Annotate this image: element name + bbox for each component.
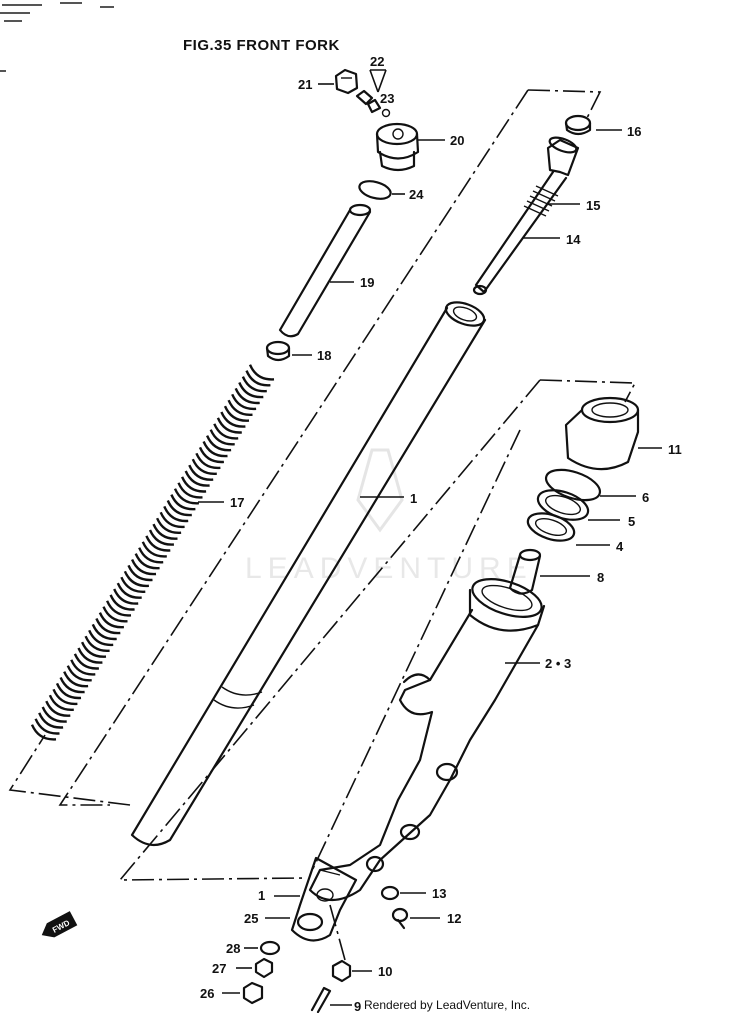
part-10-nut: 10 [331, 959, 392, 983]
label-15: 15 [586, 198, 600, 213]
part-19-spacer-tube: 19 [278, 203, 374, 338]
part-20-fork-cap: 20 [375, 122, 464, 172]
label-17: 17 [230, 495, 244, 510]
credit-background [362, 998, 542, 1013]
label-28: 28 [226, 941, 240, 956]
label-2-3: 2 • 3 [545, 656, 571, 671]
render-credit: Rendered by LeadVenture, Inc. [364, 998, 530, 1012]
label-13: 13 [432, 886, 446, 901]
fwd-direction-badge: FWD [41, 911, 78, 938]
label-26: 26 [200, 986, 214, 1001]
label-18: 18 [317, 348, 331, 363]
part-17-fork-spring: 17 [30, 364, 275, 741]
label-21: 21 [298, 77, 312, 92]
figure-title: FIG.35 FRONT FORK [183, 37, 340, 54]
part-14-15-damper-rod: 15 14 [472, 136, 600, 296]
label-9: 9 [354, 999, 361, 1013]
part-16-cap: 16 [564, 114, 641, 139]
label-4: 4 [616, 539, 624, 554]
part-21-cap-bolt: 21 [298, 68, 359, 95]
part-27-nut: 27 [212, 957, 274, 979]
part-9-stud: 9 [310, 986, 361, 1013]
watermark: LEADVENTURE [245, 448, 527, 585]
label-16: 16 [627, 124, 641, 139]
label-19: 19 [360, 275, 374, 290]
label-25: 25 [244, 911, 258, 926]
label-11: 11 [668, 442, 682, 457]
scan-noise [0, 2, 114, 72]
part-12-bolt: 12 [391, 907, 461, 930]
label-8: 8 [597, 570, 604, 585]
part-13-washer: 13 [380, 885, 446, 901]
label-1: 1 [410, 491, 417, 506]
part-28-washer: 28 [226, 940, 281, 956]
part-22-23-air-valve: 22 23 [355, 54, 394, 118]
label-12: 12 [447, 911, 461, 926]
part-11-dust-seal: 11 [564, 396, 682, 471]
part-6-5-4-seals: 6 5 4 [526, 468, 649, 554]
label-24: 24 [409, 187, 424, 202]
label-6: 6 [642, 490, 649, 505]
label-27: 27 [212, 961, 226, 976]
label-20: 20 [450, 133, 464, 148]
part-24-o-ring: 24 [358, 180, 424, 202]
part-2-3-outer-tube: 2 • 3 [308, 578, 571, 902]
label-22: 22 [370, 54, 384, 69]
part-25-axle-holder: 1 25 [244, 856, 358, 942]
assembly-guide-lines [8, 89, 637, 961]
part-26-cap-nut: 26 [200, 981, 264, 1005]
label-23: 23 [380, 91, 394, 106]
label-1b: 1 [258, 888, 265, 903]
label-14: 14 [566, 232, 581, 247]
label-5: 5 [628, 514, 635, 529]
part-1-inner-tube: 1 [130, 301, 487, 847]
part-18-spring-seat: 18 [265, 340, 331, 363]
label-10: 10 [378, 964, 392, 979]
